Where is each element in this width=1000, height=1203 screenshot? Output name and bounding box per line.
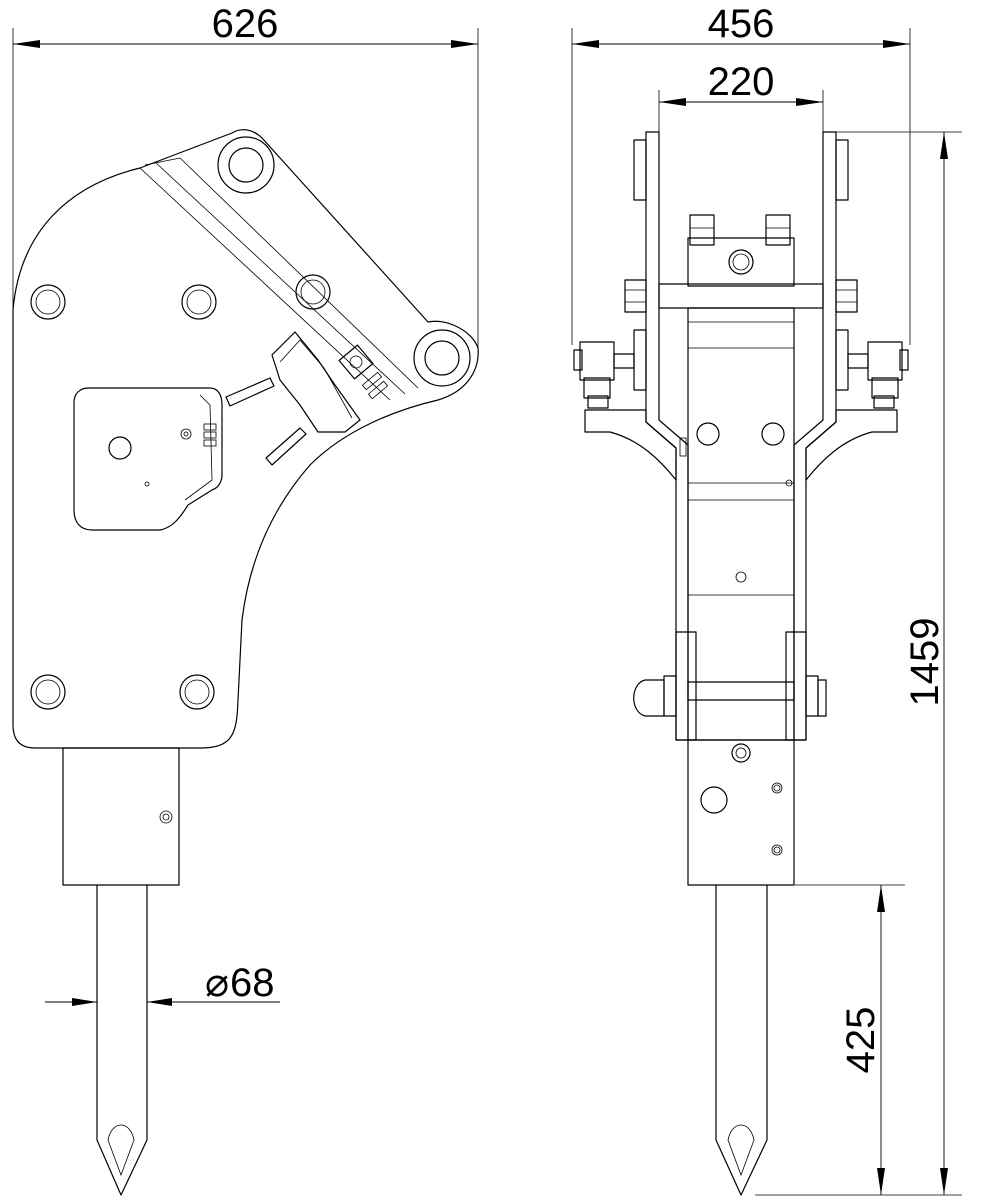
dim-front-inner-width: 220 <box>659 60 823 106</box>
dim-front-width: 456 <box>572 2 910 48</box>
front-upper-cross-bolt <box>658 283 824 309</box>
side-body-outline <box>12 129 479 749</box>
dim-chisel-diameter: ⌀ 68 <box>45 961 280 1006</box>
front-left-hose-mount <box>584 409 677 481</box>
front-left-plate <box>645 131 689 741</box>
front-left-fitting <box>579 341 615 381</box>
dim-front-width-label: 456 <box>708 2 775 46</box>
front-view <box>571 28 962 1196</box>
side-right-pin-inner <box>424 340 460 376</box>
front-lower-cross-bolt <box>687 681 795 701</box>
front-head <box>687 739 795 886</box>
front-right-plate <box>793 131 837 741</box>
side-cover-plate <box>73 387 223 531</box>
front-left-lug <box>633 139 647 201</box>
side-view <box>12 28 479 1196</box>
front-right-hose-mount <box>805 409 898 481</box>
side-cover-band <box>139 157 419 401</box>
dim-chisel-length: 425 <box>839 885 885 1195</box>
dim-overall-height: 1459 <box>903 132 948 1195</box>
front-upper-block <box>687 237 795 287</box>
side-top-pin-inner <box>228 147 264 183</box>
side-cover-bolt <box>108 436 132 460</box>
side-bolts <box>30 274 331 710</box>
side-fitting <box>338 344 374 380</box>
dim-chisel-length-label: 425 <box>839 1007 883 1074</box>
front-body-bolt-right <box>761 422 785 446</box>
dim-diameter-symbol: ⌀ <box>205 961 229 1005</box>
dim-front-inner-width-label: 220 <box>708 60 775 104</box>
side-chisel <box>96 885 148 1196</box>
front-right-lug <box>835 139 849 201</box>
side-top-pin-outer <box>217 136 275 194</box>
side-hose-upper <box>225 377 275 407</box>
front-chisel <box>715 885 768 1196</box>
front-main-body <box>687 307 795 741</box>
dim-chisel-diameter-label: 68 <box>230 961 275 1005</box>
dim-overall-height-label: 1459 <box>903 618 947 707</box>
front-body-bolt-left <box>696 422 720 446</box>
side-right-pin-outer <box>413 329 471 387</box>
dim-side-width-label: 626 <box>212 2 279 46</box>
side-hose-lower <box>265 427 307 466</box>
side-hose-bracket <box>271 331 361 433</box>
dim-side-width: 626 <box>13 2 478 48</box>
side-front-head <box>62 747 180 886</box>
front-right-fitting <box>867 341 903 381</box>
